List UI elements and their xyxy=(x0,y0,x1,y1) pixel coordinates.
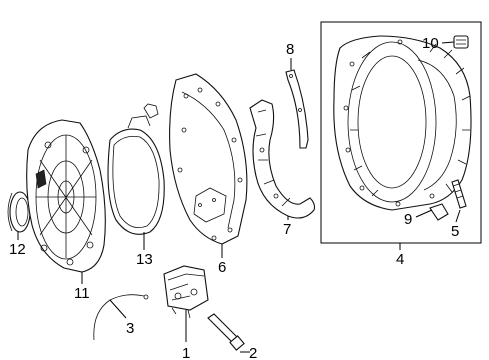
callout-2: 2 xyxy=(249,345,257,360)
part-2-bolt[interactable] xyxy=(207,313,245,351)
callout-9: 9 xyxy=(404,211,412,228)
callout-6: 6 xyxy=(218,259,226,276)
part-9-bracket[interactable] xyxy=(429,203,449,221)
part-8-strip[interactable] xyxy=(285,69,309,149)
callout-3: 3 xyxy=(126,320,134,337)
part-13-gasket[interactable] xyxy=(107,103,165,235)
callout-5: 5 xyxy=(451,223,459,240)
part-10-connector[interactable] xyxy=(453,35,469,49)
part-4-housing[interactable] xyxy=(333,35,472,211)
callout-11: 11 xyxy=(74,285,90,302)
part-1-actuator[interactable] xyxy=(163,265,209,319)
part-5-pipe[interactable] xyxy=(451,179,467,209)
callout-13: 13 xyxy=(136,251,153,268)
callout-7: 7 xyxy=(283,221,291,238)
callout-8: 8 xyxy=(286,41,294,58)
leader-lines xyxy=(17,41,461,353)
part-7-shield[interactable] xyxy=(249,99,316,219)
callout-1: 1 xyxy=(182,345,190,360)
part-11-front-cover[interactable] xyxy=(26,119,106,273)
callout-4: 4 xyxy=(396,251,404,268)
callout-10: 10 xyxy=(422,35,439,52)
part-12-seal[interactable] xyxy=(7,191,31,233)
assembly-frame xyxy=(320,21,482,244)
part-6-plate[interactable] xyxy=(169,73,248,245)
part-3-hose[interactable] xyxy=(93,294,149,341)
callout-12: 12 xyxy=(9,241,26,258)
